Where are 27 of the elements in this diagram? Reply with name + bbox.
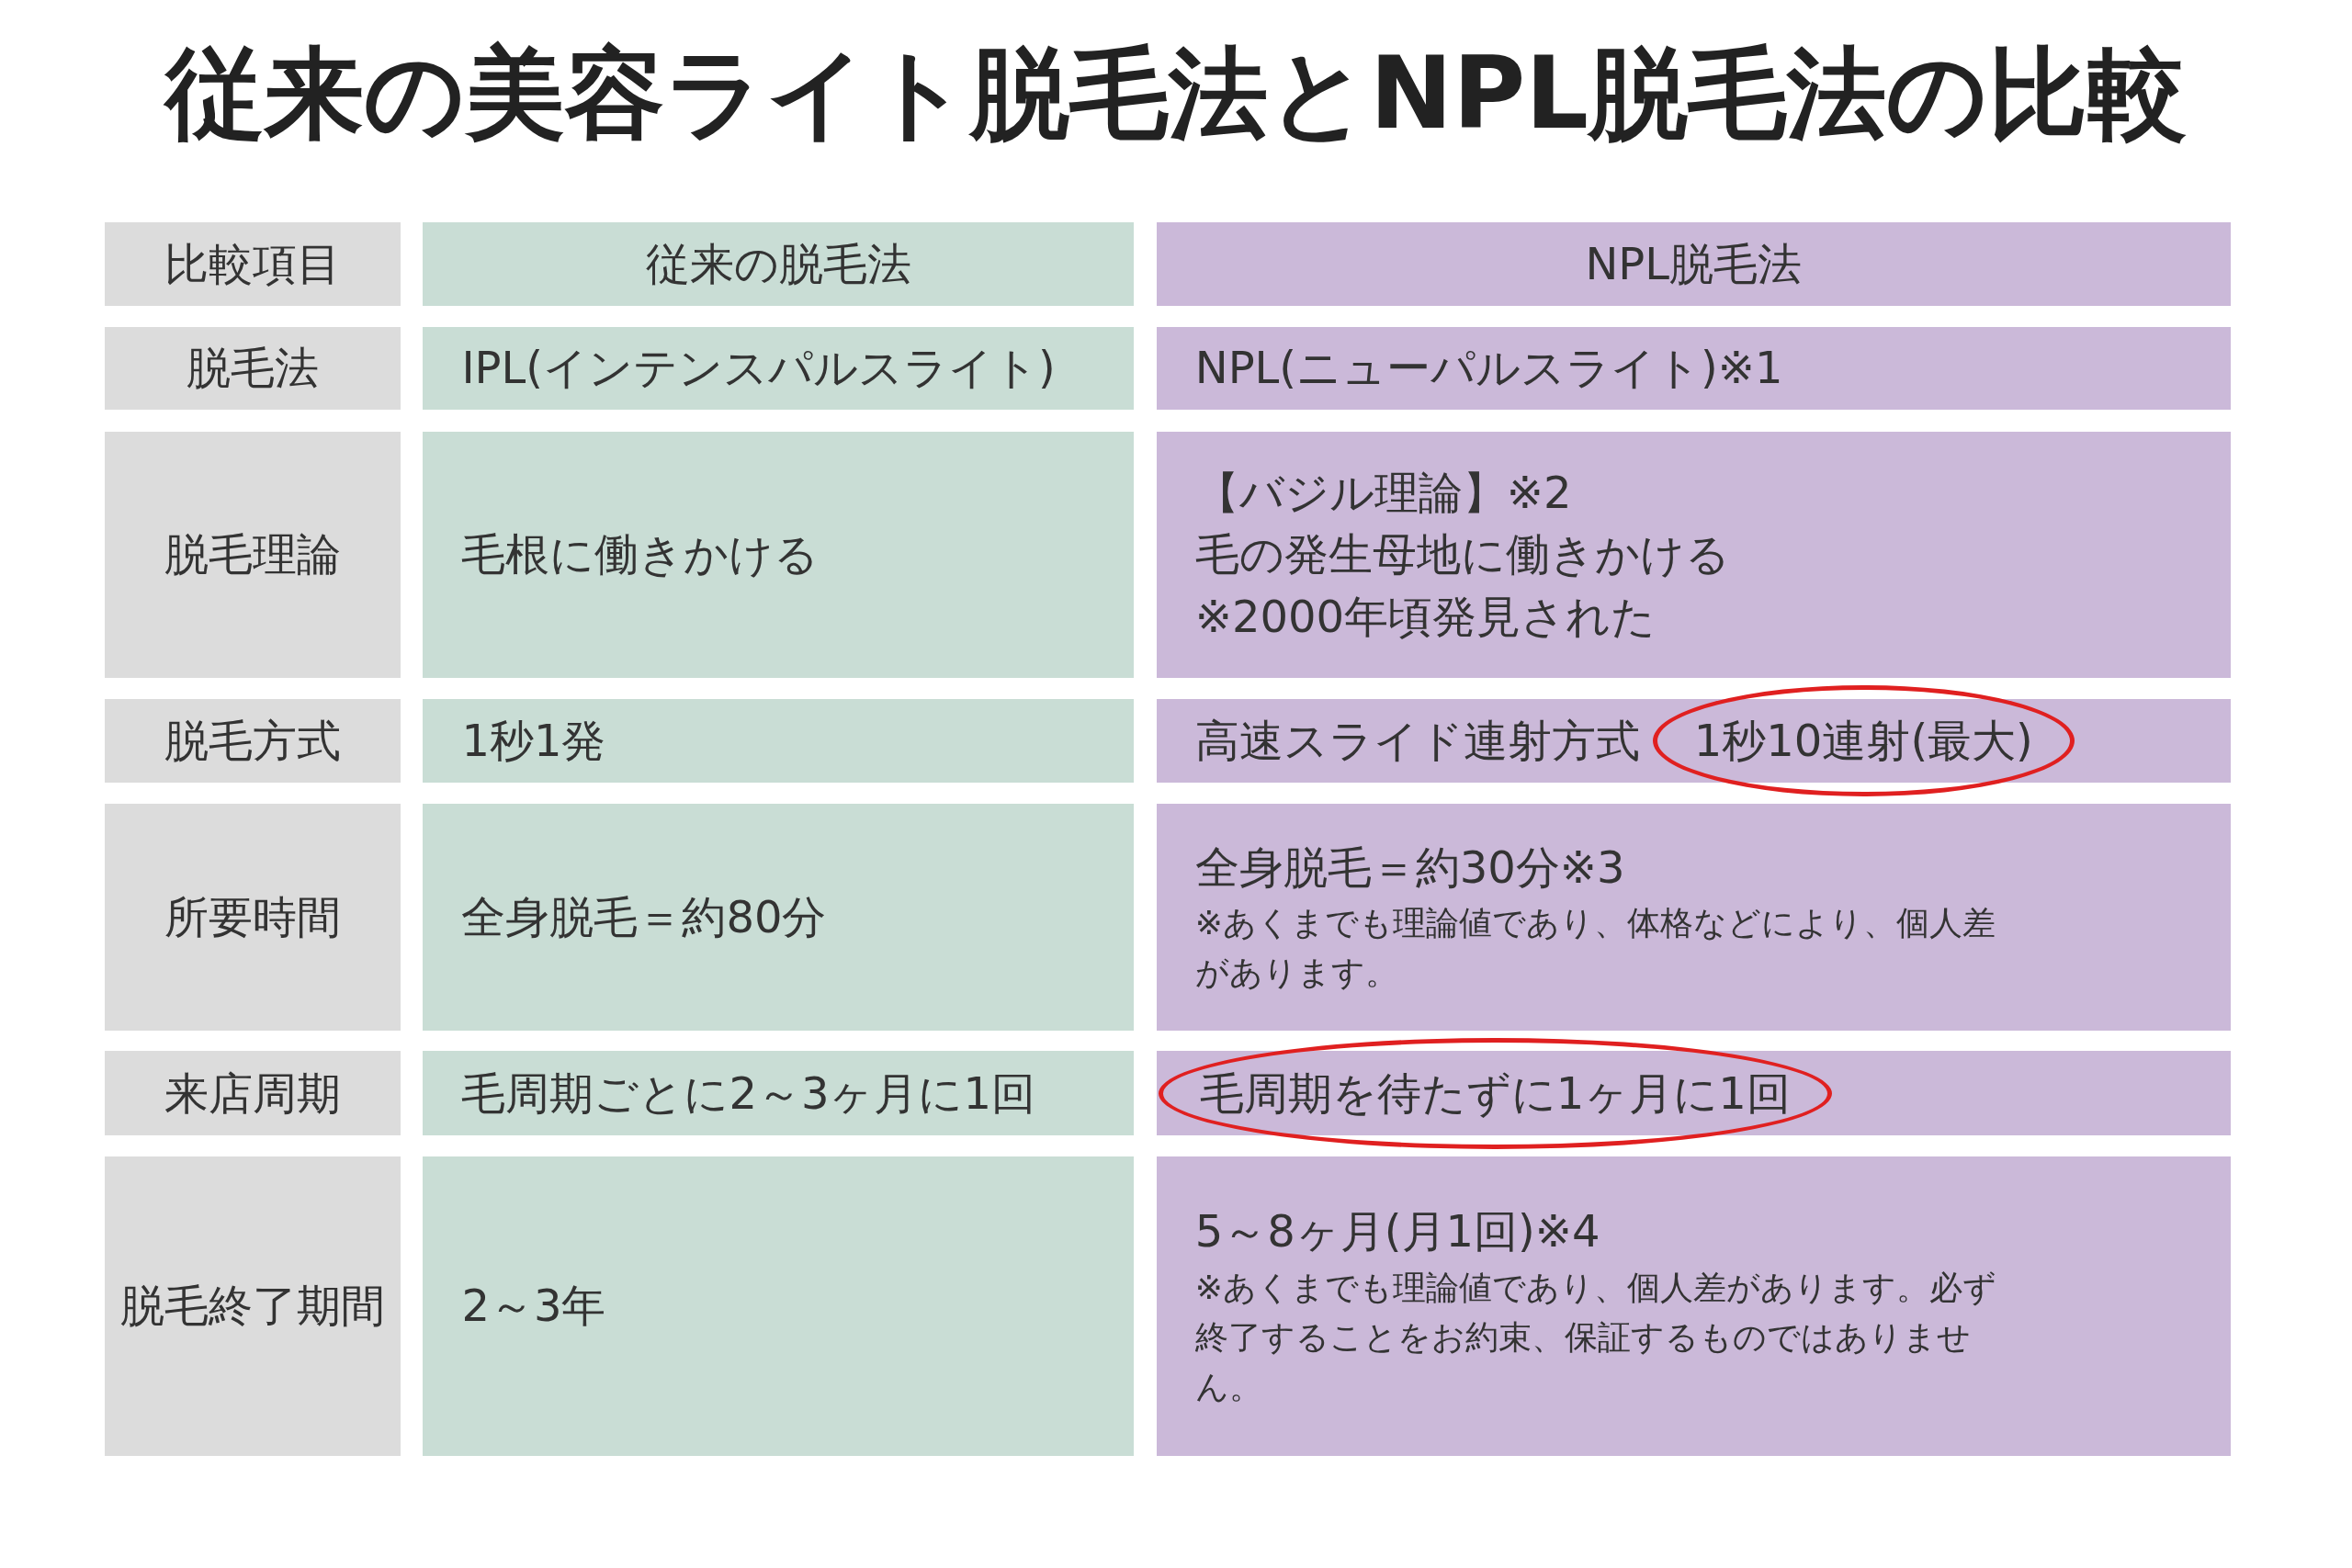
cell-text: NPL(ニューパルスライト)※1 <box>1194 341 1784 396</box>
cell-text: 毛根に働きかける <box>461 527 820 582</box>
cell-text: 脱毛方式 <box>164 713 342 768</box>
header-text: 従来の脱毛法 <box>645 236 911 291</box>
cell-text: 脱毛理論 <box>164 527 342 582</box>
cell-text: 2～3年 <box>461 1279 607 1334</box>
cell-text: 脱毛終了期間 <box>120 1279 386 1334</box>
title: 従来の美容ライト脱毛法とNPL脱毛法の比較 <box>163 35 2188 152</box>
cell-text: 1秒1発 <box>461 713 607 768</box>
cell-text: 脱毛法 <box>187 341 320 396</box>
header-text: 比較項目 <box>164 236 342 291</box>
note-text: ※あくまでも理論値であり、個人差があります。必ず終了することをお約束、保証するものではありません。 <box>1194 1267 1997 1407</box>
cell-text: 【バジル理論】※2 <box>1194 466 1573 521</box>
cell-text: 全身脱毛＝約30分※3 <box>1194 840 1626 895</box>
cell-text: 所要時間 <box>164 889 342 944</box>
cell-text: 来店周期 <box>164 1066 342 1121</box>
cell-text: 全身脱毛＝約80分 <box>461 889 828 944</box>
cell-text: 5～8ヶ月(月1回)※4 <box>1194 1204 1601 1259</box>
cell-text: IPL(インテンスパルスライト) <box>461 341 1057 396</box>
circled-text: 1秒10連射(最大) <box>1652 684 2075 797</box>
cell-text: 毛の発生母地に働きかける <box>1194 527 1731 582</box>
cell-text: 毛周期ごとに2～3ヶ月に1回 <box>461 1066 1037 1121</box>
header-text: NPL脱毛法 <box>1585 236 1803 291</box>
note-text: ※あくまでも理論値であり、体格などにより、個人差があります。 <box>1194 902 1996 993</box>
cell-text: 高速スライド連射方式 <box>1194 713 1640 768</box>
circled-text: 毛周期を待たずに1ヶ月に1回 <box>1158 1037 1832 1149</box>
cell-text: ※2000年頃発見された <box>1194 589 1657 644</box>
